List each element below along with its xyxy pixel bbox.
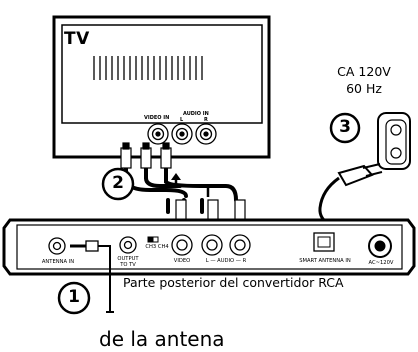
ch3-ch4-label: CH3 CH4 (145, 244, 169, 250)
step-2-number: 2 (112, 173, 124, 193)
audio-in-label: AUDIO IN (183, 111, 209, 117)
power-line2: 60 Hz (346, 81, 382, 96)
step-3-marker (329, 112, 361, 144)
tv-label: TV (64, 29, 90, 49)
video-label: VIDEO (173, 258, 191, 264)
antenna-source-label: de la antena (99, 327, 225, 351)
ac-label: AC~120V (368, 260, 394, 266)
tv-right-label: R (204, 117, 208, 123)
audio-label: L — AUDIO — R (205, 258, 247, 264)
tv-illustration (52, 15, 271, 159)
power-outlet-illustration (318, 112, 411, 242)
step-1-marker (57, 281, 91, 315)
antenna-in-label: ANTENNA IN (41, 259, 75, 265)
output-to-tv-label-2: TO TV (120, 262, 136, 268)
power-line1: CA 120V (337, 64, 391, 79)
converter-rear-panel (2, 218, 416, 313)
tv-left-label: L (180, 117, 184, 123)
step-2-marker (101, 167, 135, 201)
caption: Parte posterior del convertidor RCA (123, 275, 344, 290)
step-1-number: 1 (68, 287, 80, 307)
video-in-label: VIDEO IN (144, 115, 170, 121)
step-3-number: 3 (339, 117, 351, 137)
smart-antenna-in-label: SMART ANTENNA IN (299, 258, 351, 264)
output-to-tv-label-1: OUTPUT (117, 256, 139, 262)
